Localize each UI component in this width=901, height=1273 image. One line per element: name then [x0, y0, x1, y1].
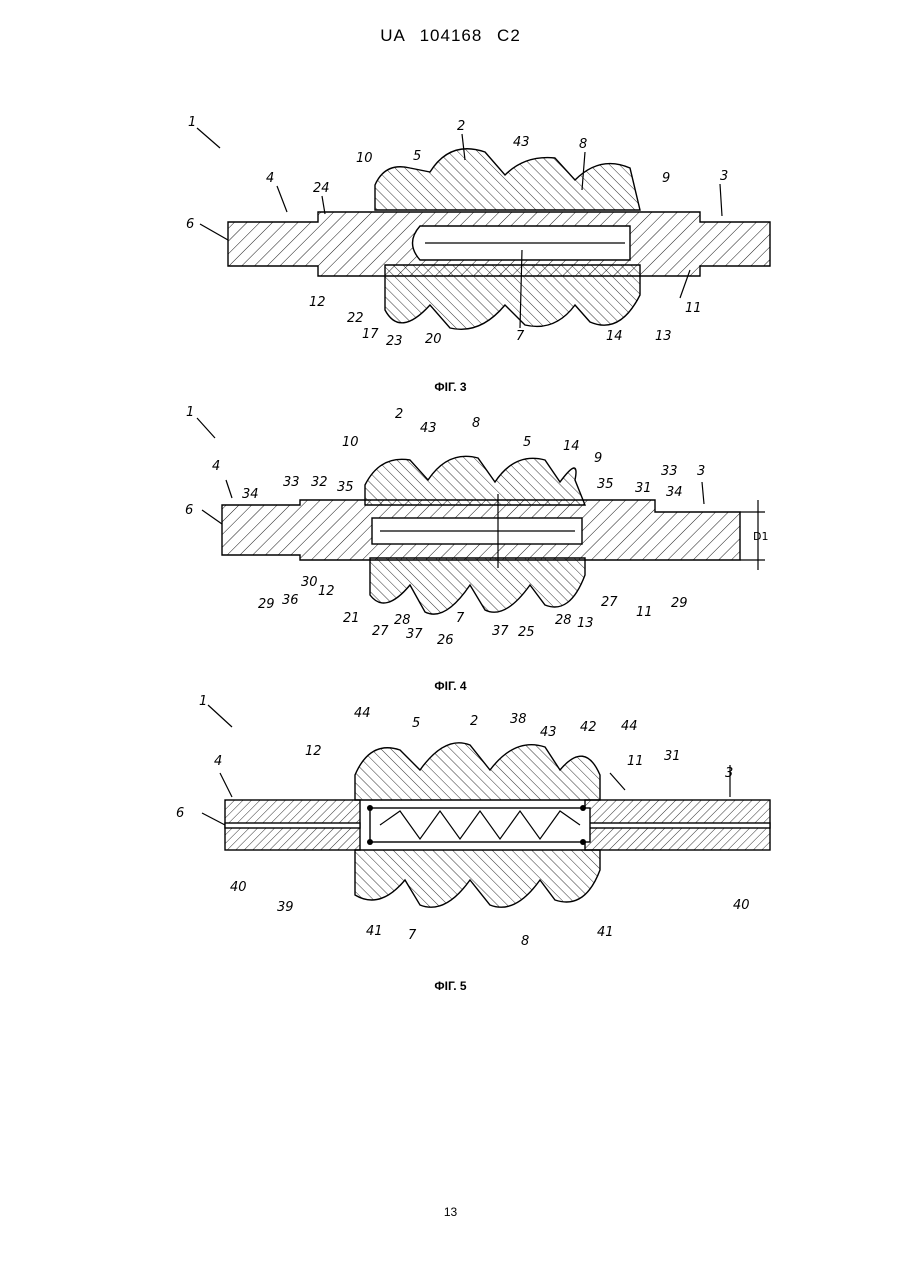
- svg-text:39: 39: [277, 900, 294, 915]
- svg-text:29: 29: [671, 596, 688, 611]
- figure-3-caption: ФІГ. 3: [0, 380, 901, 394]
- svg-text:25: 25: [518, 625, 535, 640]
- svg-text:14: 14: [563, 439, 580, 454]
- svg-text:4: 4: [212, 459, 220, 474]
- svg-text:8: 8: [472, 416, 480, 431]
- svg-text:13: 13: [655, 329, 672, 344]
- svg-text:6: 6: [176, 806, 184, 821]
- svg-text:32: 32: [311, 475, 328, 490]
- svg-text:7: 7: [408, 928, 417, 943]
- svg-text:21: 21: [343, 611, 360, 626]
- figure-3-drawing: 1 2 43 8 10 5 9 3 4 24 6 12 22 17 23 20 …: [0, 100, 901, 360]
- svg-text:12: 12: [305, 744, 322, 759]
- svg-text:35: 35: [597, 477, 614, 492]
- svg-text:42: 42: [580, 720, 597, 735]
- svg-text:13: 13: [577, 616, 594, 631]
- svg-text:2: 2: [457, 119, 465, 134]
- svg-text:22: 22: [347, 311, 364, 326]
- figure-5-caption: ФІГ. 5: [0, 979, 901, 993]
- svg-text:D1: D1: [753, 530, 768, 543]
- svg-text:4: 4: [266, 171, 274, 186]
- svg-text:33: 33: [661, 464, 678, 479]
- document-number: UA 104168 C2: [0, 26, 901, 46]
- svg-text:3: 3: [697, 464, 705, 479]
- svg-text:7: 7: [516, 329, 525, 344]
- svg-text:5: 5: [412, 716, 420, 731]
- svg-text:10: 10: [342, 435, 359, 450]
- svg-text:23: 23: [386, 334, 403, 349]
- svg-text:37: 37: [492, 624, 509, 639]
- svg-text:34: 34: [242, 487, 259, 502]
- svg-text:36: 36: [282, 593, 299, 608]
- svg-text:26: 26: [437, 633, 454, 648]
- svg-text:37: 37: [406, 627, 423, 642]
- svg-text:5: 5: [413, 149, 421, 164]
- svg-text:11: 11: [627, 754, 644, 769]
- svg-text:14: 14: [606, 329, 623, 344]
- svg-text:9: 9: [594, 451, 602, 466]
- svg-text:29: 29: [258, 597, 275, 612]
- svg-text:44: 44: [354, 706, 371, 721]
- svg-text:31: 31: [635, 481, 652, 496]
- svg-text:8: 8: [521, 934, 529, 949]
- svg-text:2: 2: [395, 407, 403, 422]
- svg-text:10: 10: [356, 151, 373, 166]
- svg-text:3: 3: [720, 169, 728, 184]
- svg-text:24: 24: [313, 181, 330, 196]
- page-number: 13: [0, 1205, 901, 1219]
- svg-text:43: 43: [513, 135, 530, 150]
- figure-4-caption: ФІГ. 4: [0, 679, 901, 693]
- svg-text:11: 11: [636, 605, 653, 620]
- svg-text:40: 40: [733, 898, 750, 913]
- svg-text:2: 2: [470, 714, 478, 729]
- svg-text:34: 34: [666, 485, 683, 500]
- svg-text:43: 43: [540, 725, 557, 740]
- svg-text:33: 33: [283, 475, 300, 490]
- svg-text:20: 20: [425, 332, 442, 347]
- svg-text:44: 44: [621, 719, 638, 734]
- svg-text:38: 38: [510, 712, 527, 727]
- figure-5-drawing: 1 44 5 2 38 43 42 44 11 31 3 4 12 6 40 3…: [0, 695, 901, 955]
- svg-text:28: 28: [555, 613, 572, 628]
- svg-text:40: 40: [230, 880, 247, 895]
- svg-text:9: 9: [662, 171, 670, 186]
- svg-text:12: 12: [318, 584, 335, 599]
- svg-text:3: 3: [725, 766, 733, 781]
- svg-text:35: 35: [337, 480, 354, 495]
- figure-4-drawing: 1 2 43 8 5 14 9 10 33 3 4 34 33 32 35 35…: [0, 400, 901, 660]
- svg-text:5: 5: [523, 435, 531, 450]
- svg-text:6: 6: [186, 217, 194, 232]
- svg-text:27: 27: [601, 595, 618, 610]
- svg-text:1: 1: [188, 115, 196, 130]
- svg-text:31: 31: [664, 749, 681, 764]
- svg-text:1: 1: [199, 695, 207, 709]
- svg-text:7: 7: [456, 611, 465, 626]
- svg-text:17: 17: [362, 327, 379, 342]
- svg-text:4: 4: [214, 754, 222, 769]
- svg-text:6: 6: [185, 503, 193, 518]
- svg-text:28: 28: [394, 613, 411, 628]
- svg-text:12: 12: [309, 295, 326, 310]
- svg-text:30: 30: [301, 575, 318, 590]
- svg-text:11: 11: [685, 301, 702, 316]
- svg-text:8: 8: [579, 137, 587, 152]
- svg-text:41: 41: [366, 924, 383, 939]
- svg-text:1: 1: [186, 405, 194, 420]
- svg-text:41: 41: [597, 925, 614, 940]
- svg-text:27: 27: [372, 624, 389, 639]
- svg-text:43: 43: [420, 421, 437, 436]
